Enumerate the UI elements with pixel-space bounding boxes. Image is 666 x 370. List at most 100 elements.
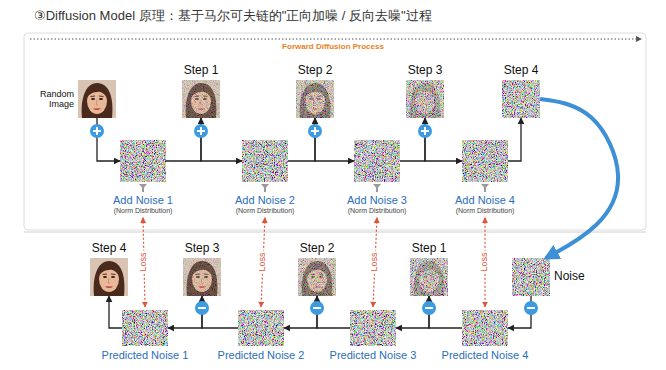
image-node: Step 4	[502, 80, 540, 118]
node-label: Add Noise 3	[347, 194, 407, 207]
noise-box: Predicted Noise 2	[238, 310, 284, 346]
noise-image	[462, 310, 508, 346]
separator	[24, 232, 646, 233]
image-node: Step 1	[410, 258, 448, 296]
flow-arrow	[315, 118, 354, 161]
process-label: Forward Diffusion Process	[282, 42, 384, 51]
noise-overlay	[183, 258, 221, 296]
label-group: Step 3	[408, 64, 443, 78]
node-label: Step 4	[504, 64, 539, 78]
edge-label: Loss	[480, 251, 490, 274]
edge-label: Loss	[139, 251, 149, 274]
flow-arrow	[400, 118, 425, 161]
edge-label: Loss	[370, 251, 380, 274]
face-image	[183, 258, 221, 296]
flow-arrow	[288, 118, 315, 161]
noise-image	[462, 140, 508, 182]
image-node: Step 2	[296, 80, 334, 118]
noise-overlay	[296, 80, 334, 118]
label-group: Predicted Noise 3	[330, 349, 417, 362]
node-label: Add Noise 4	[455, 194, 515, 207]
label-group: Add Noise 3(Norm Distribution)	[347, 194, 407, 215]
label-group: Random Image	[30, 89, 74, 110]
label-group: Step 2	[300, 242, 335, 256]
noise-image	[502, 80, 540, 118]
plus-symbol	[90, 124, 432, 138]
label-group: Step 4	[504, 64, 539, 78]
flow-arrow	[166, 118, 201, 161]
noise-image	[354, 140, 400, 182]
label-group: Add Noise 1(Norm Distribution)	[113, 194, 173, 215]
label-group: Predicted Noise 1	[102, 349, 189, 362]
noise-overlay	[410, 258, 448, 296]
noise-box: Predicted Noise 1	[122, 310, 168, 346]
node-label: Step 3	[408, 64, 443, 78]
noise-overlay	[182, 80, 220, 118]
flow-arrow	[425, 118, 462, 161]
image-node: Step 4	[90, 258, 128, 296]
process-line	[30, 39, 636, 40]
noise-overlay	[298, 258, 336, 296]
noise-overlay	[406, 80, 444, 118]
label-group: Predicted Noise 4	[442, 349, 529, 362]
label-group: Predicted Noise 2	[218, 349, 305, 362]
flow-arrow	[109, 296, 122, 328]
noise-box: Add Noise 3(Norm Distribution)	[354, 140, 400, 182]
node-label: Step 1	[184, 64, 219, 78]
noise-image	[350, 310, 396, 346]
sample-icon	[139, 184, 489, 192]
node-label: Noise	[554, 270, 585, 284]
label-group: Step 4	[92, 242, 127, 256]
label-group: Step 1	[184, 64, 219, 78]
face-image	[298, 258, 336, 296]
noise-image	[238, 310, 284, 346]
node-label: Step 2	[300, 242, 335, 256]
edge-label: Loss	[258, 251, 268, 274]
image-node: Step 2	[298, 258, 336, 296]
label-group: Step 2	[298, 64, 333, 78]
node-label: Step 3	[185, 242, 220, 256]
node-sublabel: (Norm Distribution)	[235, 207, 295, 215]
node-label: Add Noise 2	[235, 194, 295, 207]
noise-image	[242, 140, 288, 182]
image-node: Noise	[512, 258, 550, 296]
node-label: Predicted Noise 3	[330, 349, 417, 362]
face-image	[406, 80, 444, 118]
label-group: Step 1	[412, 242, 447, 256]
noise-image	[120, 140, 166, 182]
node-sublabel: (Norm Distribution)	[347, 207, 407, 215]
face-image	[78, 80, 116, 118]
flow-arrow	[508, 118, 521, 161]
node-label: Random Image	[30, 89, 74, 110]
panel	[24, 33, 646, 230]
image-node: Random Image	[78, 80, 116, 118]
node-label: Predicted Noise 1	[102, 349, 189, 362]
noise-box: Predicted Noise 4	[462, 310, 508, 346]
arrow-head	[636, 36, 642, 42]
face-image	[296, 80, 334, 118]
node-label: Predicted Noise 2	[218, 349, 305, 362]
flow-arrow	[201, 118, 242, 161]
diagram-title: ③Diffusion Model 原理：基于马尔可夫链的"正向加噪 / 反向去噪…	[34, 7, 432, 25]
reverse-arrow	[540, 99, 618, 258]
label-group: Add Noise 2(Norm Distribution)	[235, 194, 295, 215]
image-node: Step 3	[183, 258, 221, 296]
flow-arrow	[97, 118, 120, 161]
label-group: Step 3	[185, 242, 220, 256]
node-label: Step 1	[412, 242, 447, 256]
label-group: Noise	[554, 270, 585, 284]
face-image	[182, 80, 220, 118]
noise-box: Predicted Noise 3	[350, 310, 396, 346]
minus-symbol	[195, 301, 538, 315]
noise-box: Add Noise 2(Norm Distribution)	[242, 140, 288, 182]
noise-image	[122, 310, 168, 346]
image-node: Step 1	[182, 80, 220, 118]
node-label: Predicted Noise 4	[442, 349, 529, 362]
label-group: Add Noise 4(Norm Distribution)	[455, 194, 515, 215]
image-node: Step 3	[406, 80, 444, 118]
face-image	[410, 258, 448, 296]
face-image	[90, 258, 128, 296]
node-label: Step 2	[298, 64, 333, 78]
